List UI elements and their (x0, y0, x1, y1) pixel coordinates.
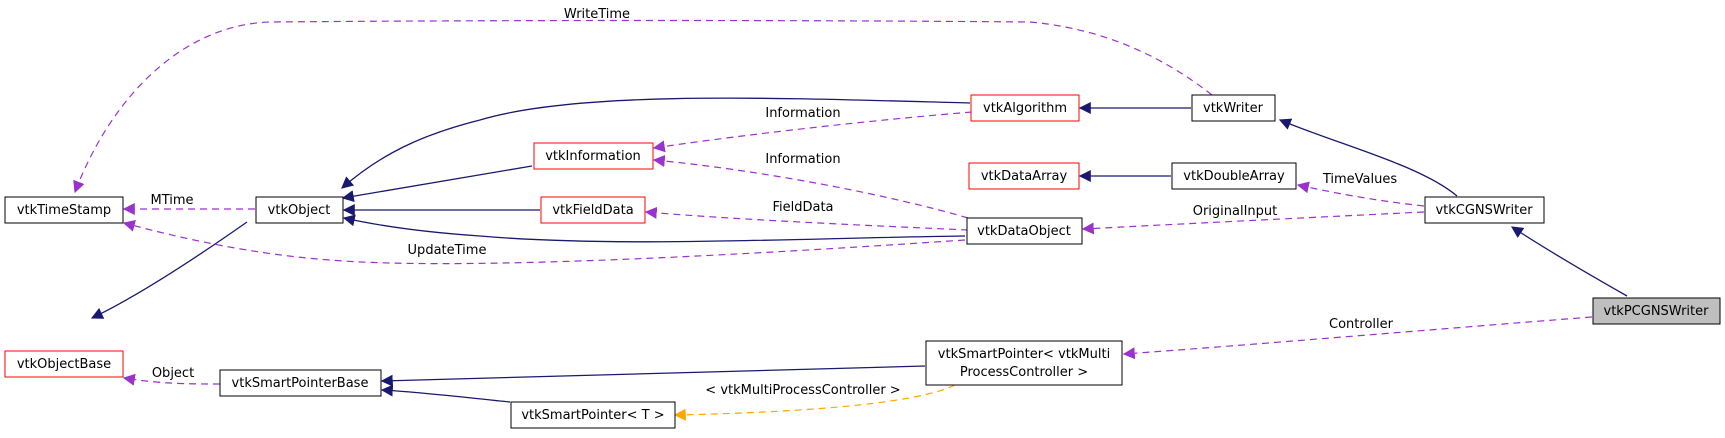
edge-object-from-algorithm (341, 97, 971, 189)
node-vtkdataobject[interactable]: vtkDataObject (966, 217, 1083, 245)
node-label: vtkDataArray (981, 169, 1068, 184)
node-label-line1: vtkSmartPointer< vtkMulti (938, 347, 1110, 362)
edge-originalinput (1081, 211, 1425, 235)
node-label: vtkSmartPointerBase (232, 376, 369, 391)
node-label: vtkObjectBase (17, 357, 111, 372)
edge-label-fielddata: FieldData (772, 200, 833, 215)
node-vtkobjectbase[interactable]: vtkObjectBase (4, 350, 124, 378)
node-label: vtkPCGNSWriter (1604, 304, 1710, 319)
node-vtkinformation[interactable]: vtkInformation (533, 142, 654, 170)
edge-objectbase-from-object (90, 221, 248, 319)
usage-edges (73, 19, 1593, 386)
edge-cgnswriter-from-pcgnswriter (1510, 226, 1628, 297)
edge-smartpointerbase-from-t (380, 384, 511, 403)
edge-timevalues (1296, 181, 1425, 207)
inheritance-edges (90, 97, 1628, 403)
edge-writetime (73, 19, 1213, 194)
edge-object (122, 373, 221, 386)
node-label-line2: ProcessController > (960, 365, 1088, 380)
node-label: vtkCGNSWriter (1435, 203, 1533, 218)
edge-writer-from-cgnswriter (1278, 118, 1458, 197)
edge-template-arg (673, 384, 956, 421)
edge-information-dataobject (652, 155, 969, 219)
edge-object-from-dataobject (342, 214, 966, 243)
node-vtkdoublearray[interactable]: vtkDoubleArray (1171, 162, 1297, 190)
edge-label-controller: Controller (1329, 317, 1394, 332)
edge-labels: WriteTime MTime UpdateTime Information I… (150, 7, 1397, 398)
edge-label-updatetime: UpdateTime (408, 243, 487, 258)
edge-label-information-algorithm: Information (765, 106, 840, 121)
edge-label-object: Object (152, 366, 194, 381)
edge-smartpointerbase-from-controller (380, 365, 926, 387)
nodes: vtkTimeStamp vtkObject vtkObjectBase vtk… (4, 94, 1721, 429)
node-vtkwriter[interactable]: vtkWriter (1191, 94, 1276, 122)
node-vtkfielddata[interactable]: vtkFieldData (540, 196, 646, 224)
template-edges (673, 384, 956, 421)
edge-fielddata (644, 206, 969, 231)
node-label: vtkDoubleArray (1183, 169, 1285, 184)
edge-label-template-arg: < vtkMultiProcessController > (705, 383, 900, 398)
node-vtksmartpointerbase[interactable]: vtkSmartPointerBase (219, 369, 382, 397)
edge-label-mtime: MTime (150, 193, 193, 208)
edge-controller (1122, 316, 1593, 360)
node-label: vtkInformation (545, 149, 641, 164)
node-vtkpcgnswriter[interactable]: vtkPCGNSWriter (1592, 297, 1721, 325)
node-vtkdataarray[interactable]: vtkDataArray (968, 162, 1080, 190)
node-label: vtkTimeStamp (17, 203, 111, 218)
node-label: vtkObject (268, 203, 331, 218)
node-label: vtkSmartPointer< T > (521, 408, 664, 423)
node-vtksmartpointer-controller[interactable]: vtkSmartPointer< vtkMulti ProcessControl… (925, 340, 1123, 386)
edge-label-writetime: WriteTime (564, 7, 630, 22)
edge-information-algorithm (652, 111, 973, 153)
node-vtktimestamp[interactable]: vtkTimeStamp (4, 196, 124, 224)
node-vtksmartpointer-t[interactable]: vtkSmartPointer< T > (510, 401, 676, 429)
node-vtkcgnswriter[interactable]: vtkCGNSWriter (1424, 196, 1545, 224)
node-label: vtkFieldData (552, 203, 633, 218)
node-label: vtkWriter (1203, 101, 1264, 116)
node-vtkobject[interactable]: vtkObject (255, 196, 344, 224)
edge-label-originalinput: OriginalInput (1193, 204, 1278, 219)
edge-label-information-dataobject: Information (765, 152, 840, 167)
edge-label-timevalues: TimeValues (1322, 172, 1398, 187)
edge-updatetime (122, 219, 966, 265)
node-label: vtkDataObject (977, 224, 1071, 239)
node-label: vtkAlgorithm (983, 101, 1067, 116)
node-vtkalgorithm[interactable]: vtkAlgorithm (970, 94, 1080, 122)
edge-object-from-information (341, 165, 533, 203)
